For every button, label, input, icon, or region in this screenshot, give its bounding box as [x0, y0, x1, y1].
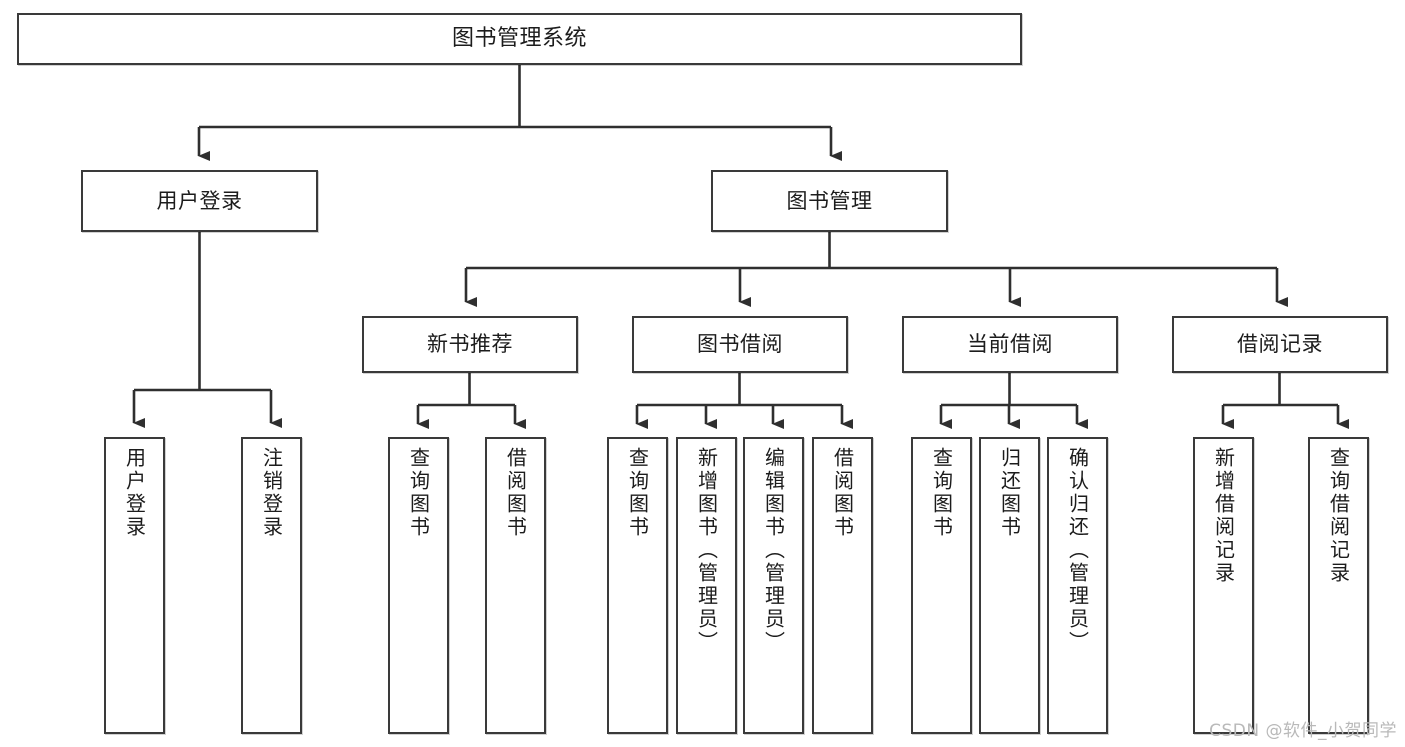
node-label: 用户登录: [122, 447, 147, 539]
leaf-book-borrow-edit[interactable]: 编辑图书（管理员）: [743, 437, 804, 734]
leaf-current-borrow-confirm-return[interactable]: 确认归还（管理员）: [1047, 437, 1108, 734]
node-label: 新书推荐: [427, 332, 513, 357]
leaf-book-borrow-add[interactable]: 新增图书（管理员）: [676, 437, 737, 734]
leaf-user-login-logout[interactable]: 注销登录: [241, 437, 302, 734]
node-root-system[interactable]: 图书管理系统: [17, 13, 1022, 65]
node-new-book-recommend[interactable]: 新书推荐: [362, 316, 578, 373]
node-label: 新增图书（管理员）: [694, 447, 719, 654]
node-label: 借阅图书: [503, 447, 528, 539]
csdn-watermark: CSDN @软件_小贺同学: [1209, 721, 1397, 741]
leaf-book-borrow-query[interactable]: 查询图书: [607, 437, 668, 734]
node-label: 归还图书: [997, 447, 1022, 539]
leaf-borrow-record-add[interactable]: 新增借阅记录: [1193, 437, 1254, 734]
leaf-new-book-borrow[interactable]: 借阅图书: [485, 437, 546, 734]
node-book-borrow[interactable]: 图书借阅: [632, 316, 848, 373]
node-borrow-record[interactable]: 借阅记录: [1172, 316, 1388, 373]
node-label: 查询借阅记录: [1326, 447, 1351, 585]
leaf-user-login-login[interactable]: 用户登录: [104, 437, 165, 734]
node-label: 确认归还（管理员）: [1065, 447, 1090, 654]
node-label: 图书借阅: [697, 332, 783, 357]
node-label: 图书管理系统: [451, 26, 587, 52]
leaf-borrow-record-query[interactable]: 查询借阅记录: [1308, 437, 1369, 734]
node-label: 借阅图书: [830, 447, 855, 539]
node-label: 用户登录: [156, 188, 243, 213]
leaf-current-borrow-query[interactable]: 查询图书: [911, 437, 972, 734]
node-label: 查询图书: [929, 447, 954, 539]
node-book-management[interactable]: 图书管理: [711, 170, 948, 232]
leaf-new-book-query[interactable]: 查询图书: [388, 437, 449, 734]
node-label: 当前借阅: [967, 332, 1053, 357]
node-label: 注销登录: [259, 447, 284, 539]
leaf-current-borrow-return[interactable]: 归还图书: [979, 437, 1040, 734]
leaf-book-borrow-borrow[interactable]: 借阅图书: [812, 437, 873, 734]
node-label: 新增借阅记录: [1211, 447, 1236, 585]
node-user-login[interactable]: 用户登录: [81, 170, 318, 232]
node-label: 查询图书: [625, 447, 650, 539]
node-label: 借阅记录: [1237, 332, 1323, 357]
node-label: 图书管理: [786, 188, 873, 213]
node-current-borrow[interactable]: 当前借阅: [902, 316, 1118, 373]
node-label: 查询图书: [406, 447, 431, 539]
node-label: 编辑图书（管理员）: [761, 447, 786, 654]
